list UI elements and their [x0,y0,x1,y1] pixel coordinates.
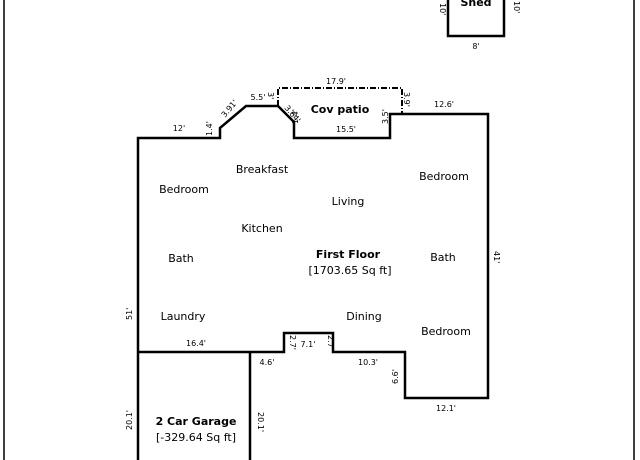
dim-patio-inner: 15.5' [336,125,356,134]
room-bedroom-right: Bedroom [419,170,469,183]
dim-notch-left: 2.7' [288,335,297,350]
house-outer-walls [136,104,490,400]
dim-right-wall: 41' [492,251,501,263]
dim-top-right-wall: 12.6' [434,100,454,109]
dim-garage-left: 20.1' [125,410,134,430]
room-laundry: Laundry [161,310,206,323]
room-cov-patio: Cov patio [311,103,370,116]
dim-left-wall: 51' [125,308,134,320]
dim-patio-top: 17.9' [326,77,346,86]
dim-garage-gap: 4.6' [260,358,275,367]
dim-bay-top: 5.5' [251,93,266,102]
shed-walls [446,0,506,38]
dim-bottom-left-wall: 16.4' [186,339,206,348]
dim-notch-right: 2.7' [326,335,335,350]
dim-bay-left-diag: 3.91' [220,98,240,119]
room-living: Living [332,195,365,208]
garage-title: 2 Car Garage [156,415,237,428]
dim-bay-left-side: 1.4' [205,121,214,136]
first-floor-area: [1703.65 Sq ft] [308,264,391,277]
dim-garage-right: 20.1' [256,412,265,432]
room-bath-left: Bath [168,252,194,265]
room-bedroom-bottom: Bedroom [421,325,471,338]
room-bath-right: Bath [430,251,456,264]
first-floor-title: First Floor [316,248,381,261]
dim-notch-top: 7.1' [301,340,316,349]
dim-bottom-right-wall: 12.1' [436,404,456,413]
room-kitchen: Kitchen [241,222,282,235]
room-dining: Dining [346,310,382,323]
dim-top-left-wall: 12' [173,124,185,133]
dim-bottom-mid-wall: 10.3' [358,358,378,367]
shed-label: Shed [460,0,491,9]
dim-patio-right-top: 3.9' [402,92,411,107]
dim-patio-left-top: 3' [266,92,275,99]
cov-patio-outline [277,87,403,114]
dim-shed-right: 10' [512,1,521,13]
room-breakfast: Breakfast [236,163,289,176]
dim-patio-right-side: 3.5' [381,109,390,124]
garage-area: [-329.64 Sq ft] [156,431,236,444]
room-bedroom-left: Bedroom [159,183,209,196]
dim-bottom-step: 6.6' [391,369,400,384]
dim-shed-left: 10' [438,3,447,15]
dim-patio-left-side: 1.4' [291,109,300,124]
dim-shed-bottom: 8' [472,42,479,51]
